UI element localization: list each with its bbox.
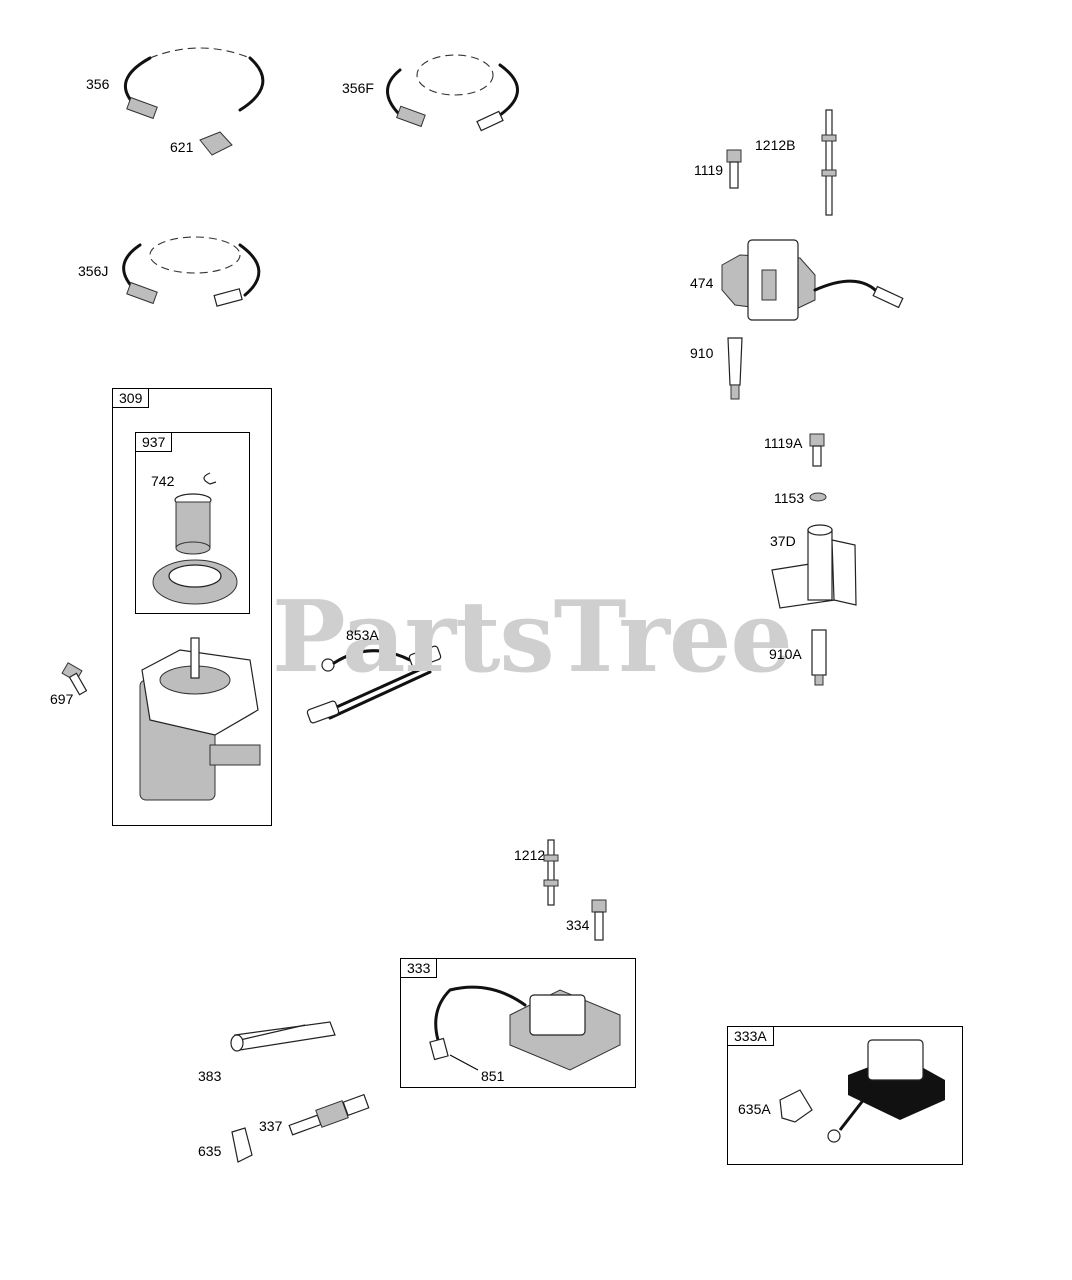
label-1212B: 1212B [755, 137, 796, 153]
washer-1153[interactable] [809, 492, 827, 502]
label-853A: 853A [346, 627, 379, 643]
wire-harness-356F[interactable] [386, 54, 519, 132]
label-635: 635 [198, 1143, 222, 1159]
box-label-333: 333 [400, 958, 438, 978]
drive-pinion-937[interactable] [152, 493, 238, 605]
label-383: 383 [198, 1068, 222, 1084]
label-851: 851 [481, 1068, 505, 1084]
armature-333[interactable] [429, 985, 621, 1071]
armature-474[interactable] [721, 239, 904, 321]
label-356J: 356J [78, 263, 109, 279]
label-356F: 356F [342, 80, 374, 96]
callout-box-333: 333 [400, 958, 636, 1088]
boot-635[interactable] [231, 1127, 253, 1163]
spark-plug-337[interactable] [288, 1093, 370, 1136]
label-37D: 37D [770, 533, 796, 549]
callout-box-937: 937 [135, 432, 250, 614]
label-334: 334 [566, 917, 590, 933]
label-621: 621 [170, 139, 194, 155]
stud-1212B[interactable] [821, 109, 837, 216]
label-1119: 1119 [694, 162, 724, 178]
bolt-1119[interactable] [726, 149, 742, 189]
label-910A: 910A [769, 646, 802, 662]
bolt-334[interactable] [591, 899, 607, 941]
label-697: 697 [50, 691, 74, 707]
tool-383[interactable] [230, 1021, 336, 1052]
box-label-333A: 333A [727, 1026, 774, 1046]
retaining-ring-742[interactable] [203, 472, 217, 485]
label-1119A: 1119A [764, 435, 803, 451]
box-label-309: 309 [112, 388, 150, 408]
wire-harness-356J[interactable] [122, 236, 261, 307]
bolt-1119A[interactable] [809, 433, 825, 467]
label-910: 910 [690, 345, 714, 361]
wire-harness-853A[interactable] [306, 645, 442, 724]
watermark: PartsTree [272, 580, 793, 695]
box-label-937: 937 [135, 432, 173, 452]
clip-621[interactable] [199, 131, 233, 156]
bracket-37D[interactable] [771, 524, 857, 609]
bolt-697[interactable] [61, 662, 88, 696]
label-474: 474 [690, 275, 714, 291]
callout-box-309: 309 [112, 388, 272, 826]
spacer-910A[interactable] [811, 629, 827, 686]
label-1212: 1212 [514, 847, 546, 863]
boot-635A[interactable] [779, 1089, 813, 1123]
ignition-module-333A[interactable] [827, 1039, 945, 1143]
starter-motor-309[interactable] [139, 637, 261, 801]
stud-1212[interactable] [543, 839, 559, 906]
wire-harness-356[interactable] [124, 47, 265, 120]
label-356: 356 [86, 76, 110, 92]
label-1153: 1153 [774, 490, 805, 506]
label-742: 742 [151, 473, 175, 489]
label-635A: 635A [738, 1101, 771, 1117]
callout-box-333A: 333A [727, 1026, 963, 1165]
spacer-910[interactable] [727, 337, 743, 400]
label-337: 337 [259, 1118, 283, 1134]
